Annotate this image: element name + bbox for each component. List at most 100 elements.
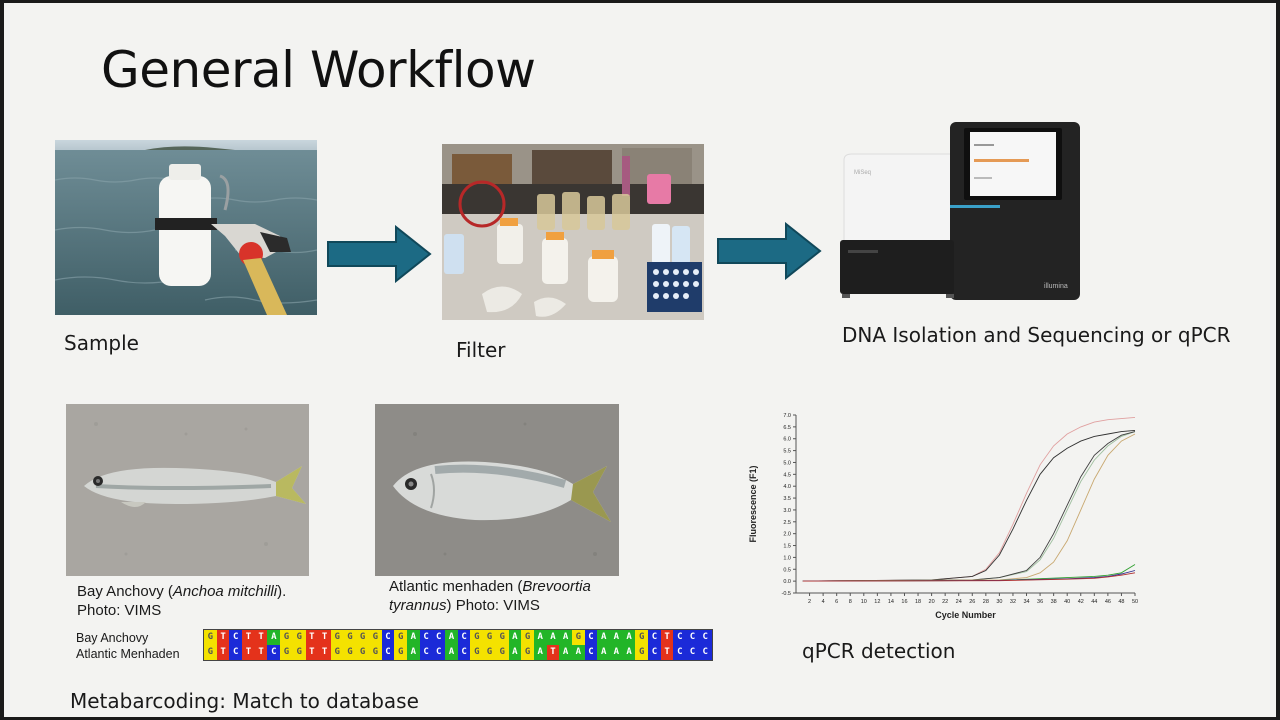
y-tick-label: 7.0 bbox=[783, 413, 791, 419]
base-cell: T bbox=[318, 645, 331, 660]
series-line bbox=[802, 572, 1136, 582]
base-cell: A bbox=[267, 630, 281, 645]
y-tick-label: 0.5 bbox=[783, 567, 791, 573]
base-cell: C bbox=[381, 645, 395, 660]
x-tick-label: 12 bbox=[874, 599, 880, 605]
base-cell: A bbox=[508, 630, 522, 645]
base-cell: C bbox=[381, 630, 395, 645]
y-tick-label: 5.0 bbox=[783, 460, 791, 466]
base-cell: A bbox=[571, 645, 585, 660]
series-line bbox=[802, 433, 1136, 582]
base-cell: G bbox=[343, 645, 357, 660]
x-tick-label: 14 bbox=[888, 599, 894, 605]
x-tick-label: 4 bbox=[822, 599, 825, 605]
base-cell: C bbox=[686, 630, 699, 645]
metabarcoding-label: Metabarcoding: Match to database bbox=[70, 689, 419, 713]
base-cell: G bbox=[495, 630, 509, 645]
filter-label: Filter bbox=[456, 338, 506, 362]
base-cell: G bbox=[394, 645, 407, 660]
y-tick-label: 3.5 bbox=[783, 496, 791, 502]
series-line bbox=[802, 429, 1136, 582]
x-tick-label: 22 bbox=[942, 599, 948, 605]
alignment-name: Bay Anchovy bbox=[76, 631, 149, 645]
x-tick-label: 26 bbox=[969, 599, 975, 605]
bay-anchovy-caption: Bay Anchovy (Anchoa mitchilli). Photo: V… bbox=[77, 583, 287, 619]
base-cell: T bbox=[254, 630, 268, 645]
base-cell: T bbox=[660, 645, 674, 660]
base-cell: G bbox=[368, 630, 382, 645]
base-cell: T bbox=[318, 630, 331, 645]
base-cell: G bbox=[521, 645, 534, 660]
x-tick-label: 36 bbox=[1037, 599, 1043, 605]
x-tick-label: 34 bbox=[1023, 599, 1029, 605]
base-cell: G bbox=[368, 645, 382, 660]
base-cell: G bbox=[470, 630, 484, 645]
base-cell: G bbox=[330, 630, 344, 645]
x-tick-label: 38 bbox=[1051, 599, 1057, 605]
base-cell: A bbox=[533, 645, 547, 660]
base-cell: C bbox=[584, 645, 598, 660]
base-cell: C bbox=[686, 645, 699, 660]
base-cell: C bbox=[698, 645, 712, 660]
y-tick-label: 4.5 bbox=[783, 472, 791, 478]
y-tick-label: 3.0 bbox=[783, 508, 791, 514]
base-cell: A bbox=[622, 630, 636, 645]
qpcr-detection-label: qPCR detection bbox=[802, 639, 956, 663]
base-cell: G bbox=[204, 645, 217, 660]
base-cell: C bbox=[648, 630, 661, 645]
base-cell: A bbox=[508, 645, 522, 660]
y-axis-label: Fluorescence (F1) bbox=[748, 465, 758, 542]
base-cell: C bbox=[457, 645, 471, 660]
series-line bbox=[802, 431, 1136, 582]
x-tick-label: 32 bbox=[1010, 599, 1016, 605]
base-cell: C bbox=[419, 645, 433, 660]
sequencer-image: MiSeq illumina bbox=[838, 120, 1084, 310]
base-cell: A bbox=[597, 630, 610, 645]
base-cell: G bbox=[343, 630, 357, 645]
x-tick-label: 18 bbox=[915, 599, 921, 605]
base-cell: G bbox=[356, 645, 369, 660]
x-tick-label: 2 bbox=[808, 599, 811, 605]
base-cell: C bbox=[673, 630, 687, 645]
base-cell: T bbox=[216, 630, 230, 645]
base-cell: G bbox=[204, 630, 217, 645]
x-tick-label: 42 bbox=[1078, 599, 1084, 605]
x-tick-label: 44 bbox=[1091, 599, 1097, 605]
base-cell: A bbox=[407, 645, 420, 660]
x-tick-label: 40 bbox=[1064, 599, 1070, 605]
series-line bbox=[802, 431, 1136, 582]
base-cell: A bbox=[559, 645, 572, 660]
base-cell: C bbox=[457, 630, 471, 645]
base-cell: G bbox=[470, 645, 484, 660]
base-cell: C bbox=[432, 645, 446, 660]
sequencer-brand-text: illumina bbox=[1044, 283, 1068, 290]
base-cell: G bbox=[292, 630, 306, 645]
alignment-names: Bay Anchovy Atlantic Menhaden bbox=[76, 630, 180, 662]
sample-photo bbox=[55, 140, 317, 315]
x-tick-label: 20 bbox=[929, 599, 935, 605]
x-tick-label: 48 bbox=[1118, 599, 1124, 605]
y-tick-label: 6.5 bbox=[783, 425, 791, 431]
base-cell: C bbox=[432, 630, 446, 645]
base-cell: G bbox=[571, 630, 585, 645]
x-tick-label: 50 bbox=[1132, 599, 1138, 605]
base-cell: T bbox=[242, 645, 255, 660]
sample-label: Sample bbox=[64, 331, 139, 355]
base-cell: C bbox=[229, 630, 243, 645]
base-cell: G bbox=[330, 645, 344, 660]
base-cell: T bbox=[546, 645, 560, 660]
base-cell: C bbox=[229, 645, 243, 660]
base-cell: T bbox=[242, 630, 255, 645]
base-cell: A bbox=[597, 645, 610, 660]
x-axis-label: Cycle Number bbox=[935, 610, 996, 620]
base-cell: G bbox=[483, 630, 496, 645]
base-cell: A bbox=[622, 645, 636, 660]
base-cell: C bbox=[673, 645, 687, 660]
x-tick-label: 16 bbox=[901, 599, 907, 605]
base-cell: G bbox=[521, 630, 534, 645]
base-cell: G bbox=[356, 630, 369, 645]
bay-anchovy-photo bbox=[66, 404, 309, 576]
y-tick-label: -0.5 bbox=[782, 591, 791, 597]
base-cell: G bbox=[495, 645, 509, 660]
